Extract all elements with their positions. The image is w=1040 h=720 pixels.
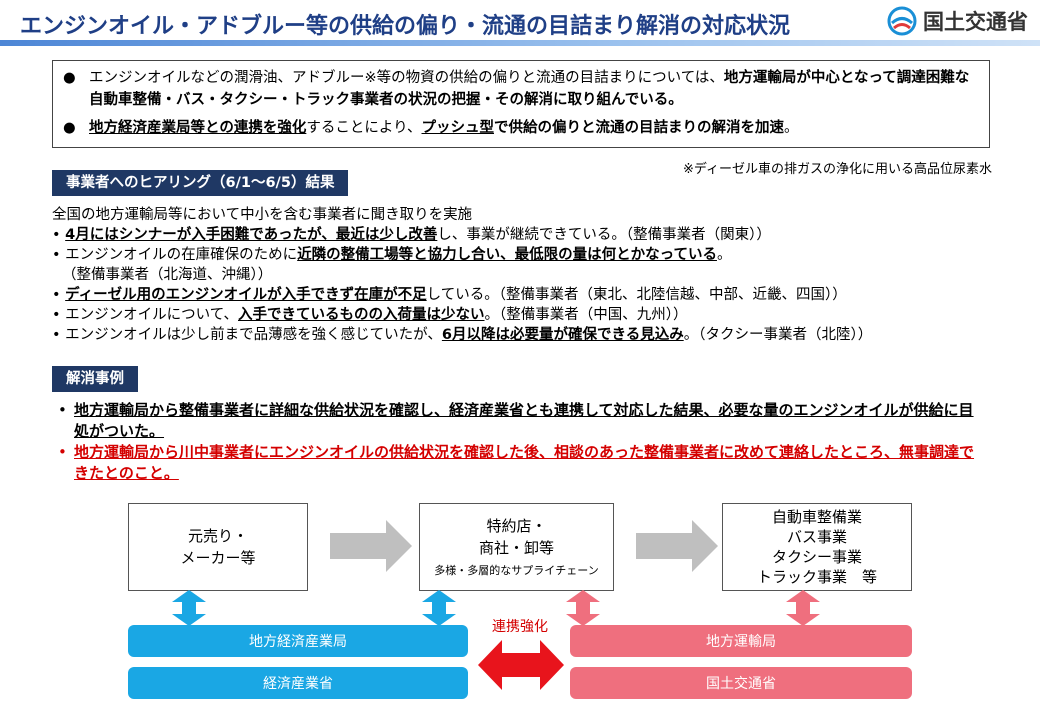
flow-arrow-2 xyxy=(636,520,718,572)
list-item: • 4月にはシンナーが入手困難であったが、最近は少し改善し、事業が継続できている… xyxy=(52,225,1012,245)
case-item: • 地方運輸局から川中事業者にエンジンオイルの供給状況を確認した後、相談のあった… xyxy=(58,442,978,484)
box-label: タクシー事業 xyxy=(771,548,862,566)
case-text: 地方運輸局から川中事業者にエンジンオイルの供給状況を確認した後、相談のあった整備… xyxy=(74,443,975,482)
hearing-intro: 全国の地方運輸局等において中小を含む事業者に聞き取りを実施 xyxy=(52,207,473,223)
double-arrow-blue-2 xyxy=(422,590,456,626)
mlit-logo-icon xyxy=(887,6,917,36)
emphasis-text: 6月以降は必要量が確保できる見込み xyxy=(441,327,684,343)
summary-emphasis: で供給の偏りと流通の目詰まりの解消を加速 xyxy=(494,120,784,136)
title-underline-bar xyxy=(0,40,1040,46)
item-text: 。 xyxy=(716,247,732,263)
box-label: 特約店・ xyxy=(486,517,547,535)
logo-text: 国土交通省 xyxy=(923,10,1028,34)
bullet-icon: ● xyxy=(63,70,76,86)
item-text: 。（タクシー事業者（北陸）） xyxy=(683,327,873,343)
ministry-logo: 国土交通省 xyxy=(887,6,1028,36)
distributor-box: 特約店・ 商社・卸等 多様・多層的なサプライチェーン xyxy=(419,503,614,591)
bullet-icon: • xyxy=(52,227,61,243)
box-label: トラック事業 等 xyxy=(756,568,877,586)
agency-regional-transport-bureau: 地方運輸局 xyxy=(570,625,912,657)
list-item: • エンジンオイルの在庫確保のために近隣の整備工場等と協力し合い、最低限の量は何… xyxy=(52,245,1012,265)
box-label: メーカー等 xyxy=(180,549,256,567)
box-label: 元売り・ xyxy=(187,527,248,545)
section-label-hearing: 事業者へのヒアリング（6/1～6/5）結果 xyxy=(52,170,349,196)
agency-meti: 経済産業省 xyxy=(128,667,468,699)
footnote: ※ディーゼル車の排ガスの浄化に用いる高品位尿素水 xyxy=(683,162,992,177)
summary-text: エンジンオイルなどの潤滑油、アドブルー※等の物資の供給の偏りと流通の目詰まりにつ… xyxy=(89,70,724,86)
resolution-cases: • 地方運輸局から整備事業者に詳細な供給状況を確認し、経済産業省とも連携して対応… xyxy=(58,400,978,484)
emphasis-text: ディーゼル用のエンジンオイルが入手できず在庫が不足 xyxy=(65,287,427,303)
page-title: エンジンオイル・アドブルー等の供給の偏り・流通の目詰まり解消の対応状況 xyxy=(20,14,791,39)
businesses-box: 自動車整備業 バス事業 タクシー事業 トラック事業 等 xyxy=(722,503,912,591)
item-text: エンジンオイルは少し前まで品薄感を強く感じていたが、 xyxy=(65,327,442,343)
summary-text: することにより、 xyxy=(306,120,422,136)
bullet-icon: • xyxy=(52,307,61,323)
box-label: バス事業 xyxy=(786,528,847,546)
double-arrow-pink-2 xyxy=(786,590,820,626)
box-label: 商社・卸等 xyxy=(478,539,554,557)
bullet-icon: • xyxy=(58,401,67,419)
emphasis-text: 入手できているものの入荷量は少ない xyxy=(238,307,485,323)
supplier-box: 元売り・ メーカー等 xyxy=(128,503,308,591)
item-text: している。（整備事業者（東北、北陸信越、中部、近畿、四国）） xyxy=(426,287,847,303)
item-text: 。（整備事業者（中国、九州）） xyxy=(484,307,688,323)
agency-mlit: 国土交通省 xyxy=(570,667,912,699)
list-item-continuation: （整備事業者（北海道、沖縄）） xyxy=(62,267,273,283)
emphasis-text: 4月にはシンナーが入手困難であったが、最近は少し改善 xyxy=(65,227,438,243)
flow-arrow-1 xyxy=(330,520,412,572)
summary-emphasis: 地方運輸局が中心となって調達困難な自動車整備・バス・タクシー・トラック事業者の状… xyxy=(89,70,970,108)
list-item: • エンジンオイルについて、入手できているものの入荷量は少ない。（整備事業者（中… xyxy=(52,305,1012,325)
section-label-cases: 解消事例 xyxy=(52,366,138,392)
list-item: • ディーゼル用のエンジンオイルが入手できず在庫が不足している。（整備事業者（東… xyxy=(52,285,1012,305)
item-text: エンジンオイルについて、 xyxy=(65,307,239,323)
double-arrow-pink-1 xyxy=(566,590,600,626)
double-arrow-blue-1 xyxy=(172,590,206,626)
bullet-icon: • xyxy=(52,287,61,303)
bullet-icon: ● xyxy=(63,120,76,136)
summary-item: ● 地方経済産業局等との連携を強化することにより、プッシュ型で供給の偏りと流通の… xyxy=(63,117,979,139)
bullet-icon: • xyxy=(52,247,61,263)
summary-emphasis: 地方経済産業局等との連携を強化 xyxy=(89,120,307,136)
hearing-results: 全国の地方運輸局等において中小を含む事業者に聞き取りを実施 • 4月にはシンナー… xyxy=(52,205,1012,345)
bullet-icon: • xyxy=(52,327,61,343)
list-item: • エンジンオイルは少し前まで品薄感を強く感じていたが、6月以降は必要量が確保で… xyxy=(52,325,1012,345)
bullet-icon: • xyxy=(58,443,67,461)
case-text: 地方運輸局から整備事業者に詳細な供給状況を確認し、経済産業省とも連携して対応した… xyxy=(74,401,974,440)
box-label: 自動車整備業 xyxy=(771,508,862,526)
cooperation-double-arrow xyxy=(478,640,564,690)
summary-text: 。 xyxy=(784,120,799,136)
item-text: エンジンオイルの在庫確保のために xyxy=(65,247,298,263)
summary-emphasis: プッシュ型 xyxy=(421,120,495,136)
emphasis-text: 近隣の整備工場等と協力し合い、最低限の量は何とかなっている xyxy=(297,247,717,263)
summary-item: ● エンジンオイルなどの潤滑油、アドブルー※等の物資の供給の偏りと流通の目詰まり… xyxy=(63,67,979,111)
agency-regional-meti: 地方経済産業局 xyxy=(128,625,468,657)
item-text: し、事業が継続できている。（整備事業者（関東）） xyxy=(437,227,771,243)
cooperation-label: 連携強化 xyxy=(492,619,548,635)
case-item: • 地方運輸局から整備事業者に詳細な供給状況を確認し、経済産業省とも連携して対応… xyxy=(58,400,978,442)
summary-box: ● エンジンオイルなどの潤滑油、アドブルー※等の物資の供給の偏りと流通の目詰まり… xyxy=(52,60,990,148)
box-note: 多様・多層的なサプライチェーン xyxy=(434,564,599,577)
